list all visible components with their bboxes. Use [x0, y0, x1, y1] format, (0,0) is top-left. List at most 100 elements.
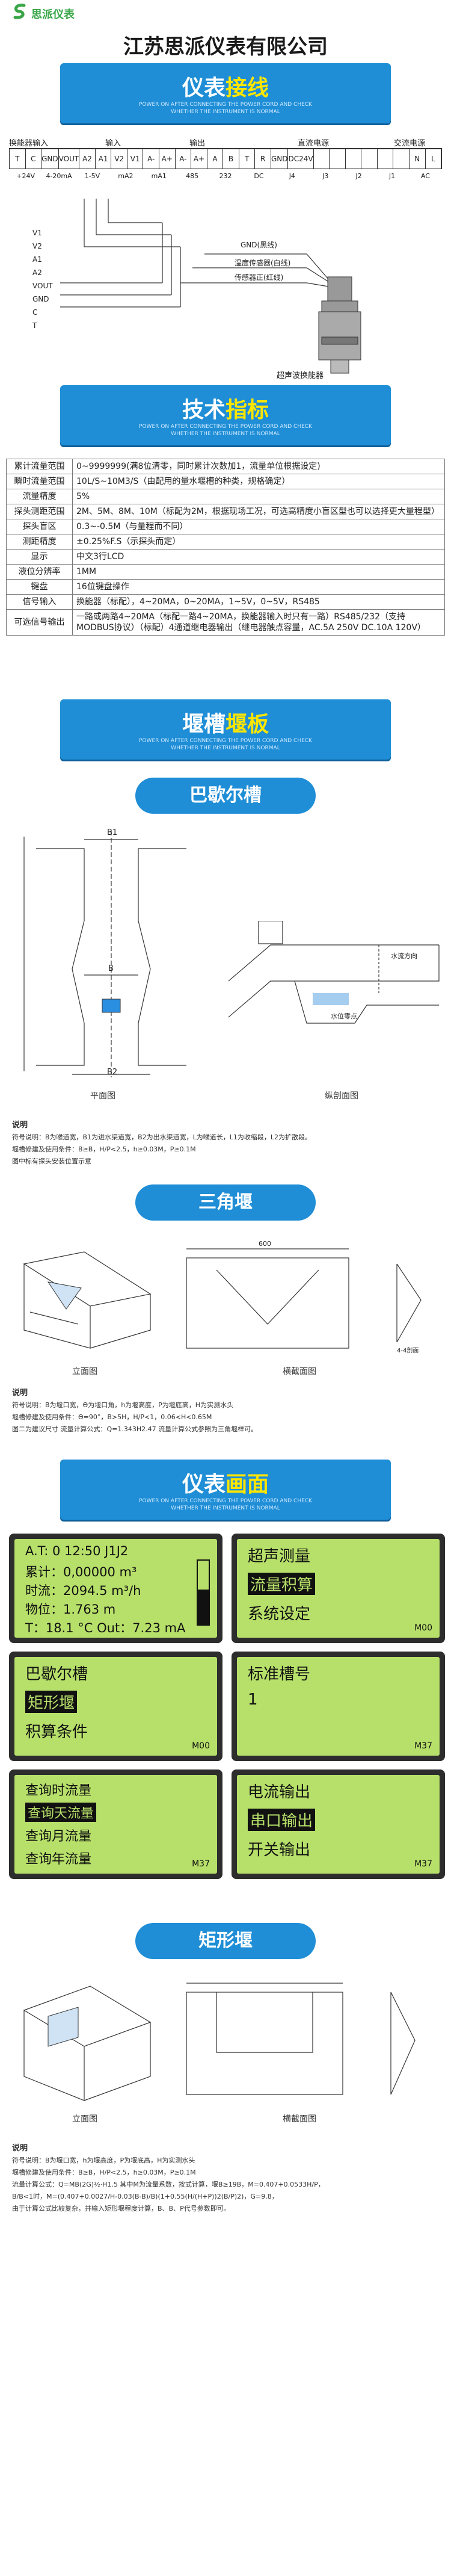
terminal-pin: L [426, 149, 442, 169]
parshall-plan-drawing: B1 B B2 [12, 825, 210, 1083]
spec-key: 可选信号输出 [6, 609, 73, 636]
terminal-pin [393, 149, 410, 169]
terminal-caption: 1-5V [84, 172, 100, 180]
company-name: 江苏思派仪表有限公司 [123, 35, 328, 59]
terminal-pin: A+ [159, 149, 176, 169]
lcd-line: T：18.1 °C Out：7.23 mA [25, 1621, 186, 1635]
spec-key: 测距精度 [6, 534, 73, 550]
triangle-notes: 说明 符号说明：B为堰口宽，Θ为堰口角，h为堰高度，P为堰底高，H为实测水头堰槽… [12, 1389, 258, 1433]
terminal-group-label: 输入 [105, 139, 121, 148]
lcd-level-bar [197, 1559, 210, 1626]
lcd-line: 查询月流量 [25, 1829, 92, 1844]
terminal-pin: VOUT [59, 149, 80, 169]
rect-title: 矩形堰 [135, 1923, 316, 1959]
lcd-line: 时流：2094.5 m³/h [25, 1584, 141, 1598]
section-banner-wiring: 仪表接线 POWER ON AFTER CONNECTING THE POWER… [60, 63, 391, 123]
lcd-line: 串口输出 [248, 1809, 316, 1831]
lcd-line: A.T: 0 12:50 J1J2 [25, 1544, 129, 1558]
lcd-line: 超声测量 [248, 1547, 311, 1565]
lcd-menu-code: M00 [192, 1741, 210, 1751]
spec-row: 信号输入换能器（标配），4~20MA，0~20MA，1~5V，0~5V，RS48… [6, 594, 445, 610]
triangle-section-drawing: 600 4-4剖面 [168, 1240, 433, 1360]
sensor-pin-label: A1 [32, 255, 42, 264]
terminal-caption: +24V [16, 172, 35, 180]
lcd-line: 查询天流量 [25, 1803, 97, 1822]
label-b: B [108, 964, 114, 973]
section-banner-screen: 仪表画面 POWER ON AFTER CONNECTING THE POWER… [60, 1460, 391, 1520]
terminal-pin [378, 149, 394, 169]
lcd-line: 系统设定 [248, 1605, 311, 1623]
spec-row: 可选信号输出一路或两路4~20MA（标配一路4~20MA，换能器输入时只有一路）… [6, 609, 445, 636]
sensor-pin-label: A2 [32, 268, 42, 277]
terminal-group-label: 换能器输入 [9, 139, 49, 148]
spec-value: ±0.25%F.S（示探头而定） [72, 534, 445, 550]
terminal-caption: J3 [322, 172, 329, 180]
lcd-line: 积算条件 [25, 1723, 88, 1741]
terminal-caption: 4-20mA [46, 172, 72, 180]
sensor-pin-label: GND [32, 295, 49, 303]
spec-key: 瞬时流量范围 [6, 474, 73, 489]
spec-value: 0.3~-0.5M（与量程而不同） [72, 519, 445, 534]
terminal-pin: N [410, 149, 426, 169]
terminal-pin: V2 [111, 149, 127, 169]
lcd-menu-code: M37 [192, 1859, 210, 1869]
spec-value: 换能器（标配），4~20MA，0~20MA，1~5V，0~5V，RS485 [72, 594, 445, 610]
lcd-menu-code: M00 [414, 1623, 432, 1633]
terminal-pin [330, 149, 346, 169]
lcd-line: 1 [248, 1691, 258, 1709]
rect-notes: 说明 符号说明：B为堰口宽，h为堰高度，P为堰底高，H为实测水头堰槽修建及使用条… [12, 2144, 325, 2212]
terminal-group-label: 直流电源 [298, 139, 330, 148]
terminal-group-label: 交流电源 [394, 139, 426, 148]
triangle-fig2-label: 横截面图 [283, 1367, 316, 1376]
lcd-line: 物位：1.763 m [25, 1602, 116, 1617]
spec-row: 测距精度±0.25%F.S（示探头而定） [6, 534, 445, 550]
lcd-line: 开关输出 [248, 1841, 311, 1859]
terminal-caption: J1 [388, 172, 396, 180]
sensor-label-gnd: GND(黑线) [241, 241, 277, 249]
terminal-pin [361, 149, 378, 169]
spec-key: 信号输入 [6, 594, 73, 610]
spec-key: 键盘 [6, 579, 73, 595]
spec-value: 2M、5M、8M、10M（标配为2M，根据现场工况，可选高精度小盲区型也可以选择… [72, 504, 445, 519]
terminal-pin: A- [176, 149, 192, 169]
terminal-pin: V1 [127, 149, 144, 169]
terminal-pin: A+ [191, 149, 207, 169]
terminal-caption: DC [254, 172, 264, 180]
lcd-menu-code: M37 [414, 1859, 432, 1869]
spec-value: 1MM [72, 564, 445, 580]
spec-key: 显示 [6, 549, 73, 565]
parshall-notes: 说明 符号说明：B为喉道宽，B1为进水渠道宽，B2为出水渠道宽，L为喉道长，L1… [12, 1121, 312, 1165]
triangle-fig1-label: 立面图 [72, 1367, 97, 1376]
lcd-line: 流量积算 [248, 1573, 316, 1595]
parshall-fig2-label: 纵剖面图 [325, 1091, 358, 1101]
sensor-pin-label: V2 [32, 242, 42, 250]
spec-value: 0~9999999(满8位清零，同时累计次数加1，流量单位根据设定) [72, 459, 445, 474]
section-banner-weir: 堰槽堰板 POWER ON AFTER CONNECTING THE POWER… [60, 699, 391, 760]
spec-key: 探头盲区 [6, 519, 73, 534]
terminal-caption: AC [420, 172, 430, 180]
spec-key: 累计流量范围 [6, 459, 73, 474]
sensor-pin-label: C [32, 308, 38, 317]
terminal-pin: T [239, 149, 256, 169]
lcd-line: 矩形堰 [25, 1691, 78, 1713]
terminal-caption: 485 [186, 172, 199, 180]
parshall-title: 巴歇尔槽 [135, 778, 316, 814]
label-b2: B2 [107, 1068, 118, 1077]
label-zero: 水位零点 [331, 1012, 357, 1020]
lcd-line: 标准槽号 [248, 1665, 311, 1683]
terminal-caption: mA2 [118, 172, 133, 180]
sensor-label-temp: 温度传感器(白线) [235, 259, 291, 267]
triangle-title: 三角堰 [135, 1184, 316, 1221]
